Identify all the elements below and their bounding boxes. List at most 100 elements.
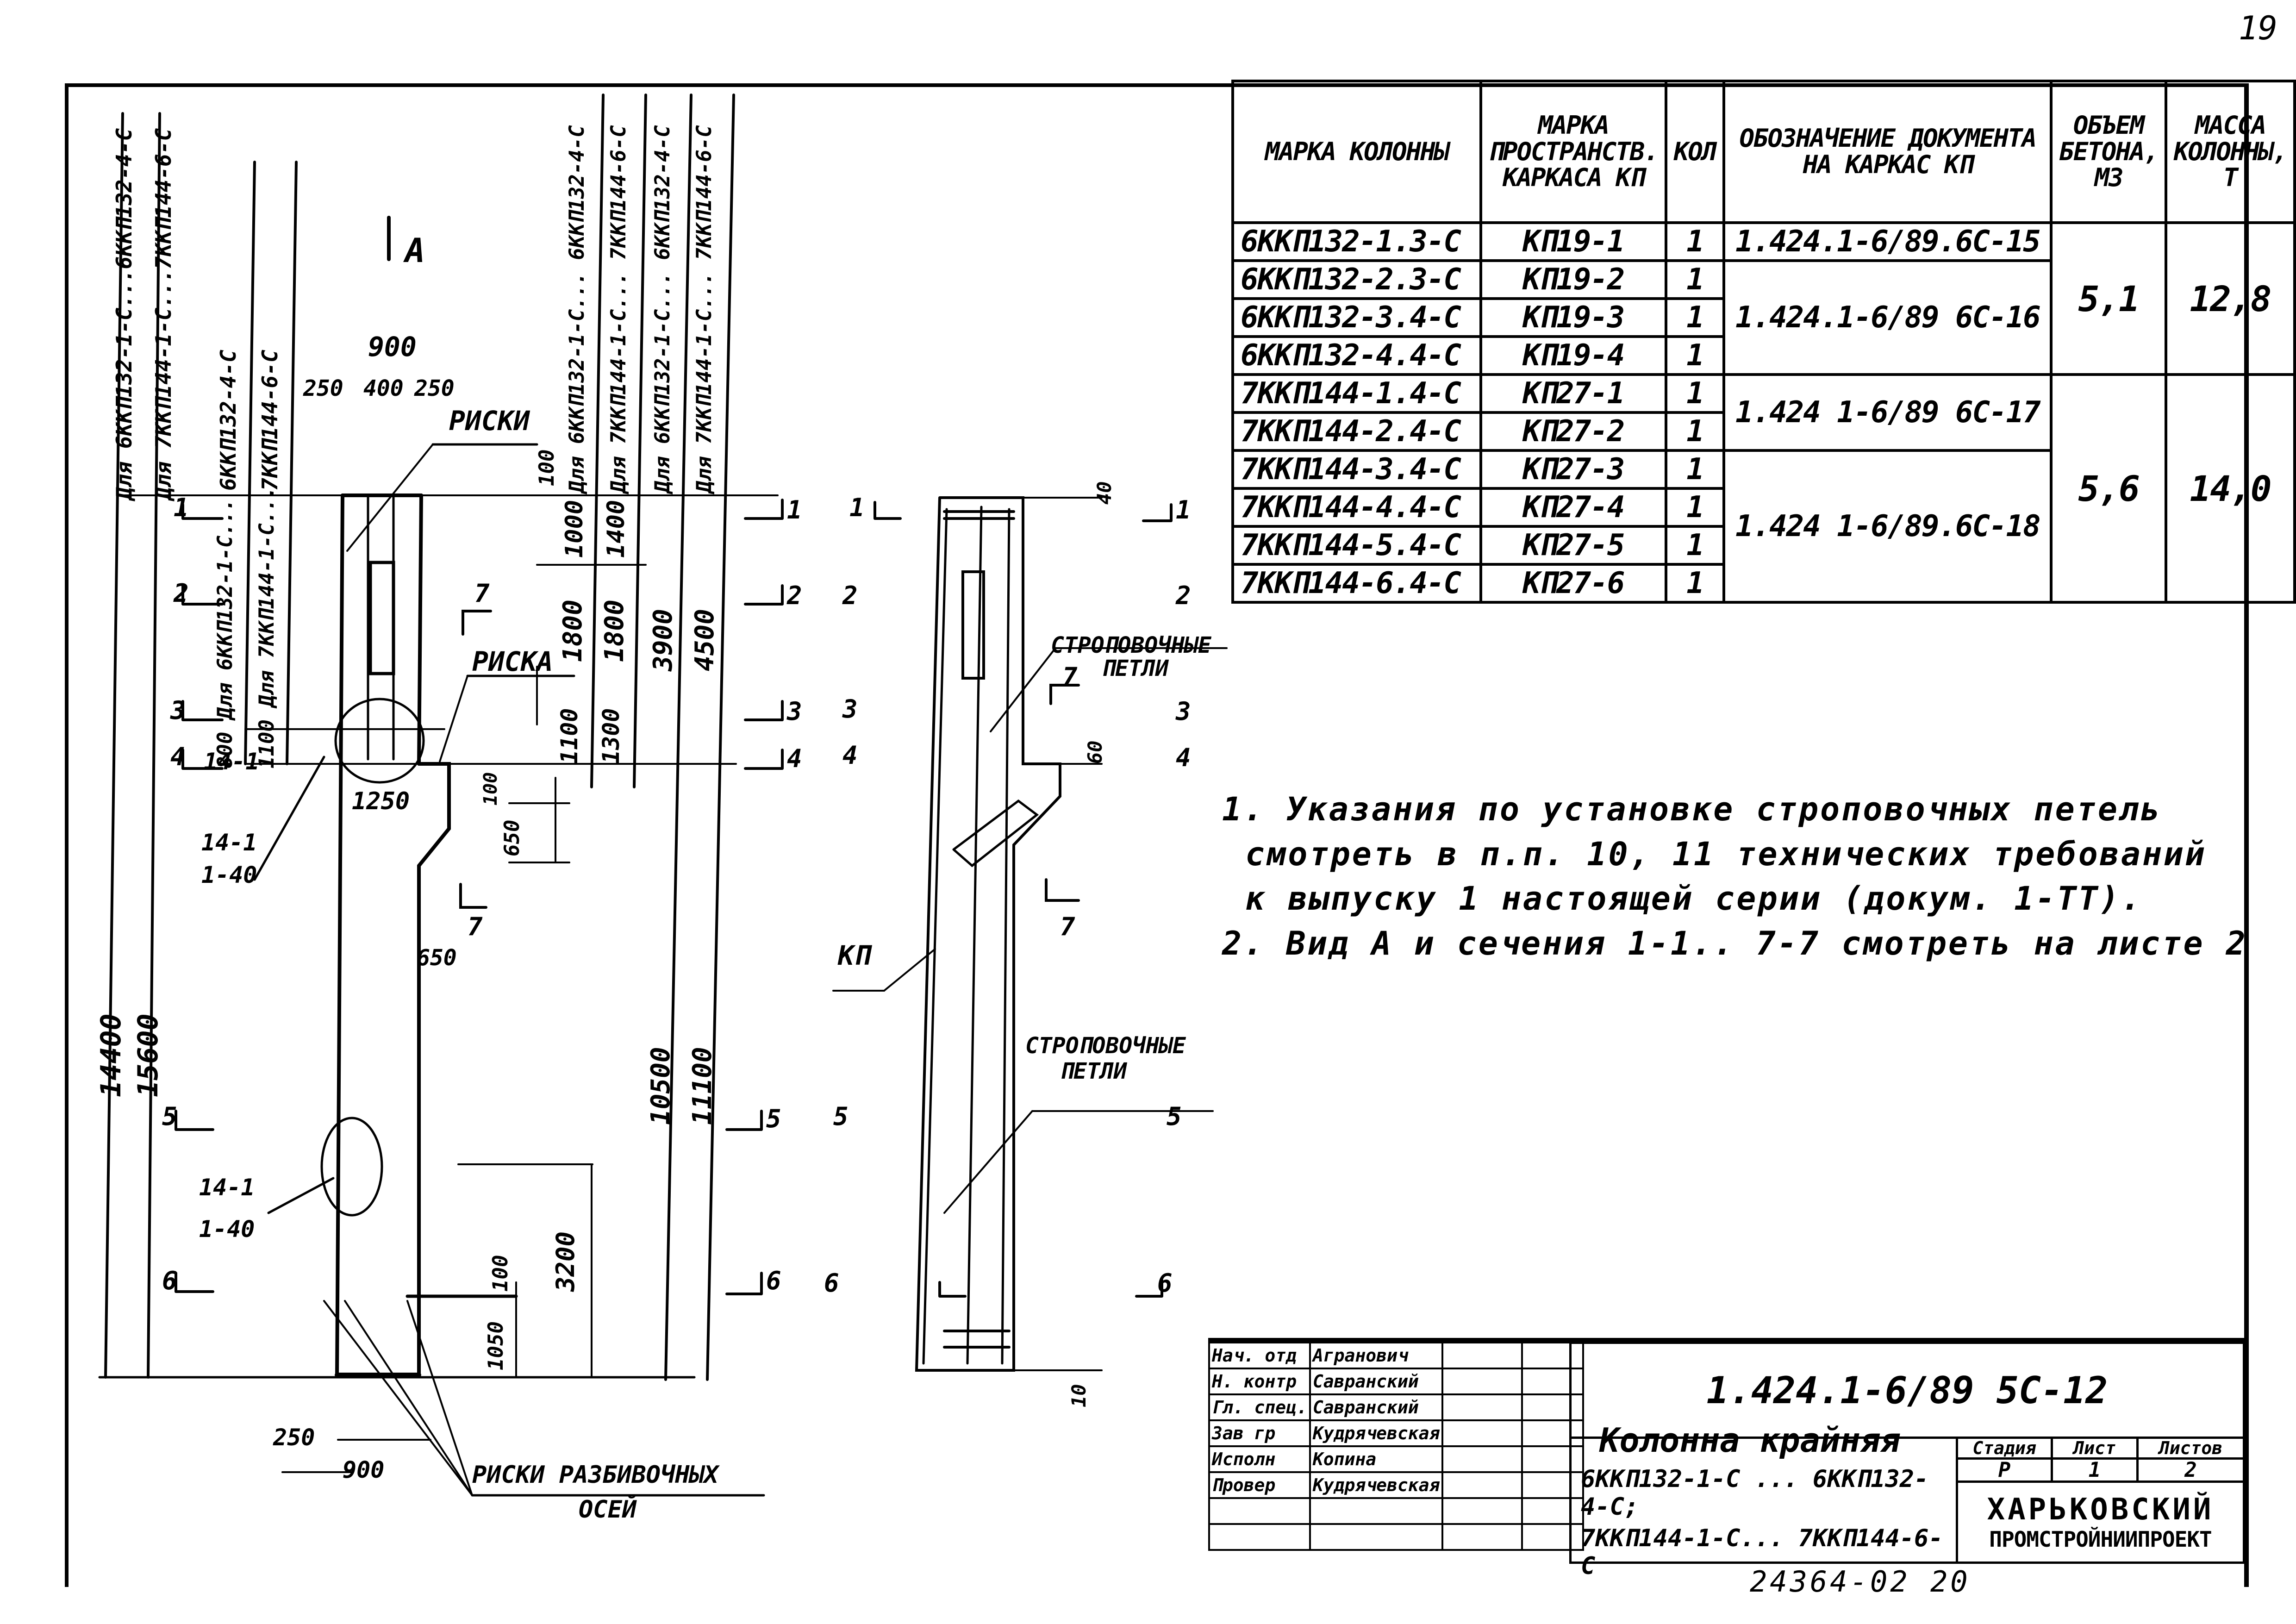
cell-mark: 7ККП144-4.4-С [1231,487,1482,528]
section-3-left: 3 [170,696,186,725]
sheets-label: Листов [2136,1437,2245,1460]
dim-1250: 1250 [352,787,410,815]
sheet-label: Лист [2051,1437,2139,1460]
name: Савранский [1309,1368,1444,1395]
cell-volume: 5,6 [2050,373,2167,604]
node-label-1b: 1-40 [201,862,257,888]
table-row: 6ККП132-3.4-С КП19-3 1 [1231,297,2295,338]
date [1521,1523,1585,1551]
page-number: 19 [2238,9,2277,47]
drawing-frame [65,83,2249,1587]
signature [1441,1497,1523,1525]
mid-section-4-right: 4 [1176,743,1191,772]
column-range-label-mid-a: 6ККП132-4-С [216,350,241,491]
drawing-subtitle-1: 6ККП132-1-С ... 6ККП132-4-С; [1581,1465,1929,1521]
role: Зав гр [1208,1419,1311,1447]
cell-volume: 5,1 [2050,221,2167,376]
dim-100: 100 [535,449,559,486]
section-1-left: 1 [174,493,189,522]
cell-qty: 1 [1664,335,1726,376]
dim-11100: 11100 [687,1047,718,1125]
column-range-label-left-a: Для 6ККП132-1-С...6ККП132-4-С [112,128,137,500]
dim-total-a: 14400 [95,1013,127,1097]
section-7-bottom: 7 [468,912,483,941]
name [1309,1523,1444,1551]
date [1521,1342,1585,1369]
column-range-label-right-c: Для 6ККП132-1-С... 6ККП132-4-С [651,125,674,493]
dim-top-left: 250 [303,375,343,401]
dim-1800-a: 1800 [558,600,588,662]
dim-top-right: 250 [414,375,455,401]
note-line: к выпуску 1 настоящей серии (докум. 1-ТТ… [1245,880,2143,918]
section-2-left: 2 [174,579,189,608]
dim-4500: 4500 [690,609,720,671]
cell-document: 1.424.1-6/89 6С-16 [1722,259,2053,376]
header-concrete-volume: ОБЪЕМ БЕТОНА, М3 [2050,80,2167,224]
cell-qty: 1 [1664,449,1726,490]
dim-650-b: 650 [417,945,457,971]
signature-row [1208,1497,1585,1525]
table-row: 7ККП144-2.4-С КП27-2 1 [1231,411,2295,452]
drawing-title-box: Колонна крайняя 6ККП132-1-С ... 6ККП132-… [1569,1421,1958,1580]
column-range-label-mid-a-low: 800 Для 6ККП132-1-С... [213,499,237,768]
cell-qty: 1 [1664,525,1726,566]
archive-number: 24364-02 20 [1750,1565,1971,1599]
table-row: 6ККП132-2.3-С КП19-2 1 1.424.1-6/89 6С-1… [1231,259,2295,376]
date [1521,1497,1585,1525]
section-5-right: 5 [766,1104,781,1133]
cell-kp: КП27-6 [1479,563,1667,604]
name: Агранович [1309,1342,1444,1369]
node-label-2a: 14-1 [199,1174,255,1201]
cell-kp: КП27-3 [1479,449,1667,490]
cell-kp: КП27-1 [1479,373,1667,414]
cell-mark: 6ККП132-2.3-С [1231,259,1482,300]
name: Кудрячевская [1309,1471,1444,1499]
section-4-right: 4 [787,744,802,773]
axis-marks-label: РИСКИ РАЗБИВОЧНЫХ [472,1461,719,1489]
node-circle-top [334,698,425,784]
mid-section-5-left: 5 [833,1102,849,1131]
dim-1000: 1000 [561,500,588,558]
signature [1441,1393,1523,1421]
cell-qty: 1 [1664,373,1726,414]
section-3-right: 3 [787,697,802,726]
signature-row: Гл. спец.Савранский [1208,1393,1585,1421]
drawing-subtitle-2: 7ККП144-1-С... 7ККП144-6-С [1581,1524,1943,1580]
cell-qty: 1 [1664,221,1726,262]
cell-mark: 6ККП132-4.4-С [1231,335,1482,376]
node-top-a: 14-1 [204,748,260,775]
column-range-label-mid-b-low: 1100 Для 7ККП144-1-С... [255,486,279,768]
role: Провер [1208,1471,1311,1499]
role: Н. контр [1208,1368,1311,1395]
column-range-label-left-b: Для 7ККП144-1-С...7ККП144-6-С [151,128,176,500]
section-markers [175,216,1173,1298]
dim-3200: 3200 [551,1231,580,1292]
dim-top-width: 900 [368,331,417,362]
cell-mark: 7ККП144-5.4-С [1231,525,1482,566]
stage-value: Р [1956,1457,2053,1483]
role [1208,1523,1311,1551]
mid-section-3-right: 3 [1176,697,1191,726]
date [1521,1471,1585,1499]
cell-mark: 7ККП144-1.4-С [1231,373,1482,414]
dimension-lines-left [98,112,779,1379]
dim-top-mid: 400 [363,375,404,401]
cell-qty: 1 [1664,411,1726,452]
mid-section-6-right: 6 [1157,1268,1173,1298]
header-column-mass: МАССА КОЛОННЫ, Т [2164,80,2296,224]
header-column-mark: МАРКА КОЛОННЫ [1231,80,1482,224]
column-range-label-right-b: Для 7ККП144-1-С... 7ККП144-6-С [607,125,630,493]
note-line: 1. Указания по установке строповочных пе… [1222,790,2162,828]
signature [1441,1471,1523,1499]
specification-table: МАРКА КОЛОННЫ МАРКА ПРОСТРАНСТВ. КАРКАСА… [1231,80,2296,604]
mid-section-7-top: 7 [1062,662,1078,691]
section-6-right: 6 [766,1266,781,1295]
cell-kp: КП19-1 [1479,221,1667,262]
